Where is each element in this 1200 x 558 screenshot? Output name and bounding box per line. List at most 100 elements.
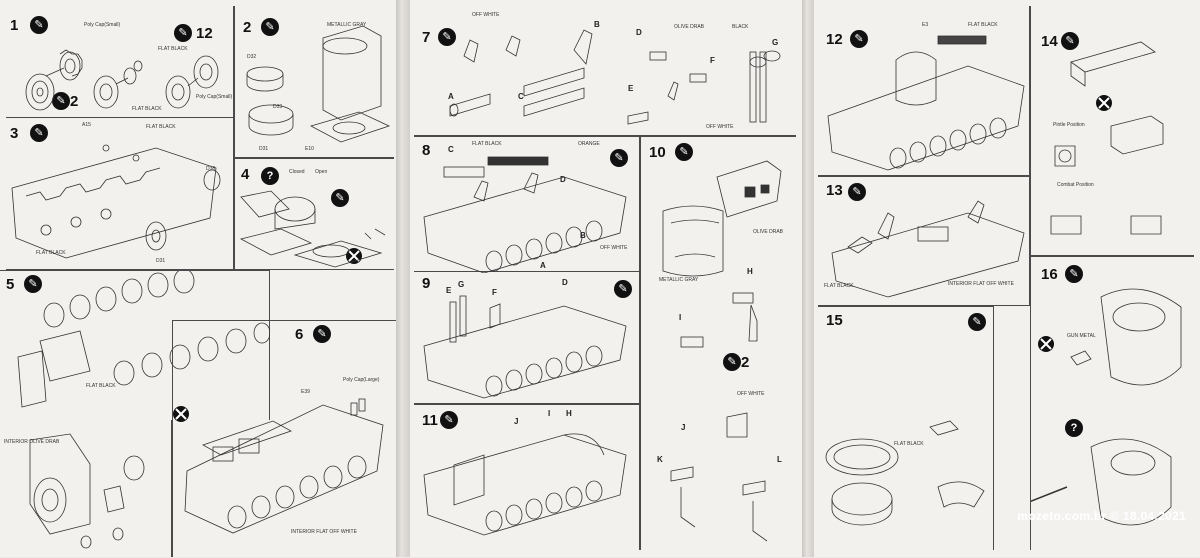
part-label: Combat Position (1057, 182, 1094, 188)
part-callout: C (448, 145, 454, 154)
sheet-middle (408, 0, 806, 557)
part-callout: D (560, 175, 566, 184)
step-number: 6 (295, 326, 304, 343)
part-label: E10 (305, 146, 314, 152)
no-glue-icon (1038, 336, 1054, 352)
hatch-drawing (239, 190, 386, 268)
step-number: 7 (422, 29, 431, 46)
part-label: OFF WHITE (706, 124, 734, 130)
road-wheels-drawing (17, 271, 270, 408)
part-callout: G (458, 280, 465, 289)
glue-icon: ✎ (614, 280, 632, 298)
part-label: Poly Cap(Large) (343, 377, 380, 383)
part-label: ORANGE (578, 141, 600, 147)
part-label: D38 (206, 166, 216, 172)
step-number: 14 (1041, 33, 1058, 50)
step-12-panel: 12 ✎ FLAT BLACK E3 (818, 6, 1030, 176)
no-glue-icon (173, 406, 189, 422)
part-label: D33 (273, 104, 283, 110)
glue-icon: ✎ (1061, 32, 1079, 50)
part-callout: E (628, 84, 634, 93)
part-callout: L (777, 455, 782, 464)
part-callout: G (772, 38, 779, 47)
question-icon: ? (261, 167, 279, 185)
part-callout: A (448, 92, 454, 101)
part-callout: D (562, 278, 568, 287)
part-label: Poly Cap(Small) (196, 94, 233, 100)
part-label: OFF WHITE (737, 391, 765, 397)
part-label: FLAT BLACK (158, 46, 188, 52)
part-label: METALLIC GRAY (659, 277, 699, 283)
part-callout: F (492, 288, 497, 297)
turret-ring-drawing (825, 420, 985, 526)
step-number: 3 (10, 125, 19, 142)
step-number: 5 (6, 276, 15, 293)
step-2-panel: 2 ✎ METALLIC GRAY D32 D33 D31 E10 (234, 6, 394, 158)
glue-icon: ✎ (723, 353, 741, 371)
seats-drawing (449, 29, 781, 125)
step-14-panel: 14 ✎ Pintle Position Combat Position (1030, 6, 1194, 256)
step-number: 13 (826, 182, 843, 199)
glue-icon: ✎ (24, 275, 42, 293)
step-number: 12 (196, 25, 213, 42)
part-label: OLIVE DRAB (674, 24, 705, 30)
step-number: 8 (422, 142, 431, 159)
part-label: Closed (289, 169, 305, 175)
hull-side-drawing (11, 144, 221, 259)
glue-icon: ✎ (174, 24, 192, 42)
step-9-panel: 9 ✎ E G F D (414, 272, 640, 404)
part-callout: J (681, 423, 686, 432)
part-callout: C (518, 92, 524, 101)
step-15-panel: 15 ✎ FLAT BLACK (818, 306, 994, 550)
step-sub-number: 2 (70, 93, 79, 110)
part-label: Open (315, 169, 328, 175)
part-callout: A (540, 261, 546, 270)
part-label: D32 (247, 54, 257, 60)
page-fold (396, 0, 410, 557)
question-icon: ? (1065, 419, 1083, 437)
turret-drawing (1031, 288, 1182, 526)
glue-icon: ✎ (440, 411, 458, 429)
part-callout: H (747, 267, 753, 276)
part-label: FLAT BLACK (894, 441, 924, 447)
hull-seats-drawing (423, 295, 627, 399)
part-label: FLAT BLACK (472, 141, 502, 147)
part-label: FLAT BLACK (36, 250, 66, 256)
part-label: FLAT BLACK (968, 22, 998, 28)
step-16-panel: 16 ✎ ? GUN METAL (1030, 256, 1194, 550)
step-5b-panel (0, 420, 172, 557)
part-label: FLAT BLACK (824, 283, 854, 289)
step-5-panel: 5 ✎ FLAT BLACK INTERIOR OLIVE DRAB (0, 270, 270, 445)
part-label: INTERIOR FLAT OFF WHITE (948, 281, 1014, 287)
part-callout: E (446, 286, 452, 295)
part-callout: B (580, 231, 586, 240)
glue-icon: ✎ (850, 30, 868, 48)
part-label: FLAT BLACK (132, 106, 162, 112)
mg-mount-drawing (1050, 41, 1164, 235)
step-number: 11 (422, 412, 438, 429)
part-label: METALLIC GRAY (327, 22, 367, 28)
part-callout: H (566, 409, 572, 418)
glue-icon: ✎ (610, 149, 628, 167)
part-label: E3 (922, 22, 929, 28)
interior-fittings-drawing (831, 200, 1025, 298)
part-label: OFF WHITE (600, 245, 628, 251)
glue-icon: ✎ (1065, 265, 1083, 283)
part-callout: J (514, 417, 519, 426)
hull-complete-drawing (423, 433, 627, 536)
step-number: 15 (826, 312, 843, 329)
radio-rack-drawing (662, 160, 782, 542)
glue-icon: ✎ (261, 18, 279, 36)
part-callout: I (679, 313, 682, 322)
part-label: OLIVE DRAB (753, 229, 784, 235)
part-callout: I (548, 409, 551, 418)
step-6-panel: 6 ✎ Poly Cap(Large) E39 INTERIOR FLAT OF… (172, 320, 396, 557)
glue-icon: ✎ (30, 124, 48, 142)
part-label: Pintle Position (1053, 122, 1085, 128)
step-10-panel: 10 ✎ ✎ 2 H I J K L METALLIC GRAY OLIVE D… (640, 136, 796, 550)
part-callout: B (594, 20, 600, 29)
glue-icon: ✎ (968, 313, 986, 331)
step-number: 10 (649, 144, 666, 161)
step-number: 1 (10, 17, 19, 34)
hull-interior-drawing (423, 156, 627, 273)
